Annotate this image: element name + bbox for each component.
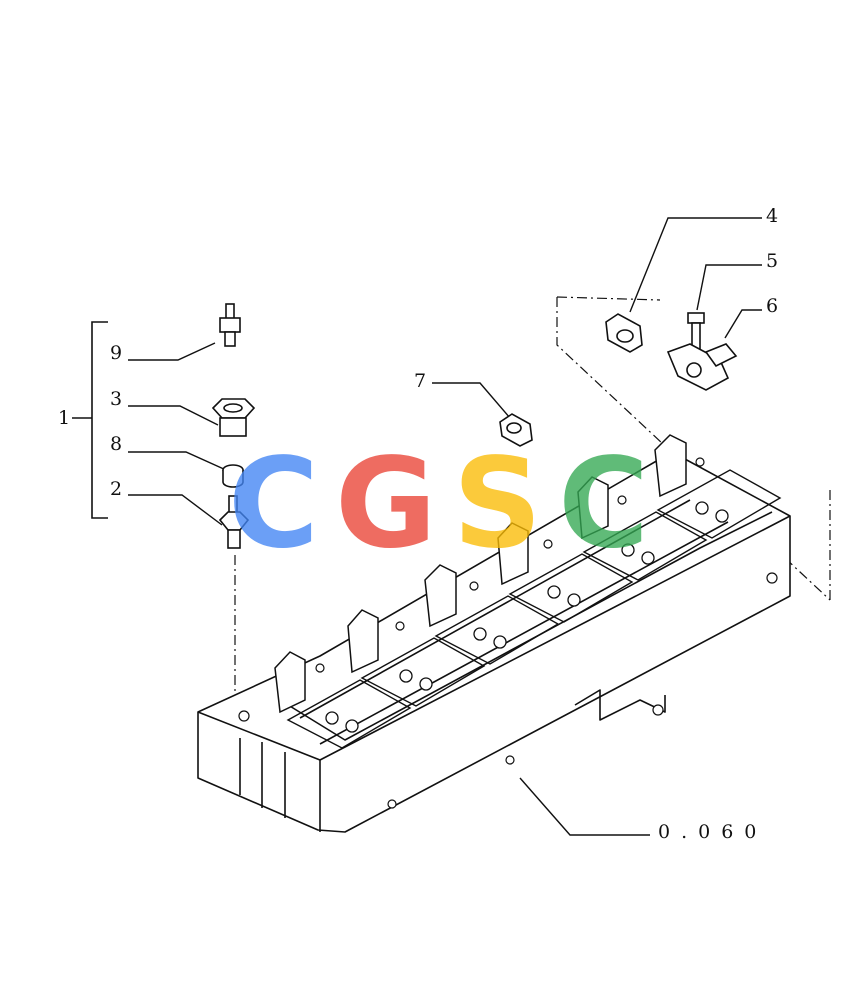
- part-4-plug: [605, 313, 643, 353]
- watermark-letter: C: [558, 432, 660, 576]
- part-3-nut: [211, 398, 256, 437]
- callout-8: 8: [110, 433, 122, 455]
- assembly-bracket: [72, 321, 108, 519]
- part-6-banjo-union: [666, 343, 738, 391]
- part-7-plug: [499, 413, 533, 447]
- valve-springs: [325, 501, 729, 733]
- callout-5: 5: [766, 250, 778, 272]
- axis-lines: [234, 296, 831, 700]
- callout-1: 1: [58, 407, 70, 429]
- leader-lines: [128, 217, 762, 836]
- callout-labels: 1 9 3 8 2 7 4 5 6 0.060: [58, 205, 778, 843]
- rocker-gaskets: [286, 469, 782, 749]
- part-9-stud: [219, 303, 241, 347]
- callout-4: 4: [766, 205, 778, 227]
- part-8-washer: [222, 464, 244, 488]
- watermark-letter: C: [228, 432, 330, 576]
- callout-7: 7: [414, 370, 426, 392]
- callout-3: 3: [110, 388, 122, 410]
- cgsc-watermark: CGSC: [228, 442, 665, 566]
- watermark-letter: S: [452, 432, 553, 576]
- callout-6: 6: [766, 295, 778, 317]
- callout-9: 9: [110, 342, 122, 364]
- rocker-towers: [274, 434, 687, 714]
- reference-label: 0.060: [658, 821, 767, 843]
- bolt-holes: [238, 457, 778, 809]
- callout-2: 2: [110, 478, 122, 500]
- watermark-letter: G: [335, 432, 447, 576]
- part-2-sensor: [218, 495, 250, 549]
